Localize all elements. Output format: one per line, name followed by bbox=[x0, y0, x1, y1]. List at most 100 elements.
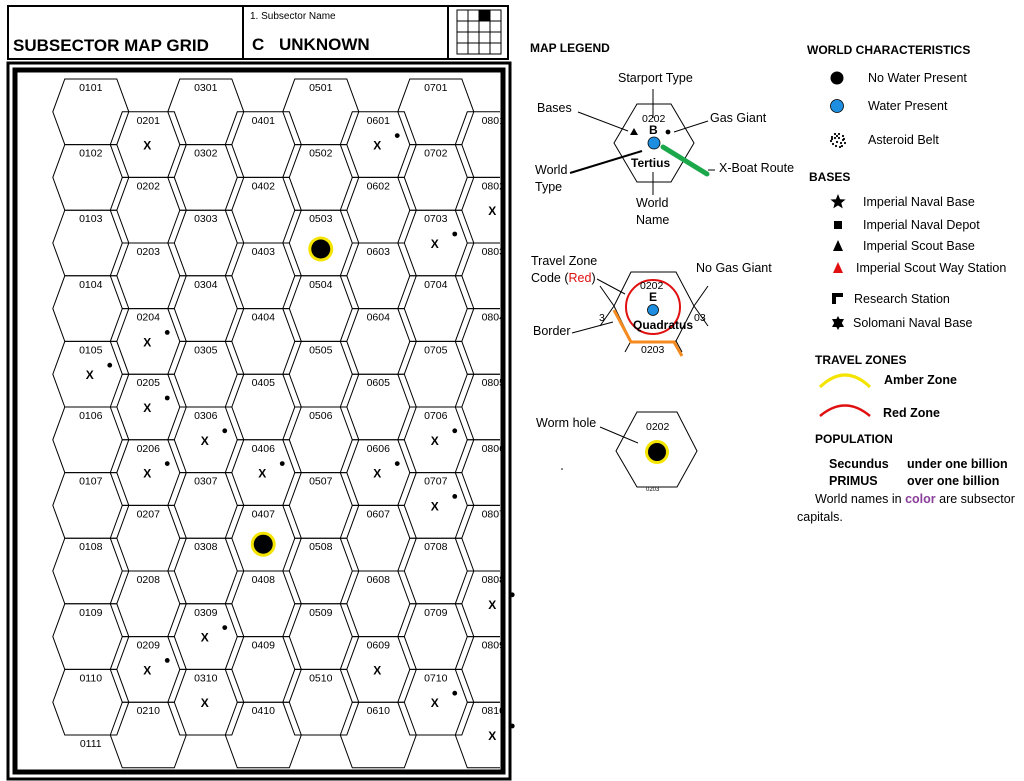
world-characteristics: WORLD CHARACTERISTICS No Water Present W… bbox=[807, 43, 970, 149]
world-0209[interactable]: X bbox=[143, 663, 151, 677]
wormhole-sample-hex bbox=[615, 411, 698, 488]
world-0802[interactable]: X bbox=[488, 204, 496, 218]
hex-0310[interactable] bbox=[167, 668, 245, 736]
world-0703[interactable]: X bbox=[431, 237, 439, 251]
hex-0805[interactable] bbox=[454, 373, 531, 441]
wormhole-0407-icon[interactable] bbox=[250, 531, 276, 557]
world-0606[interactable]: X bbox=[373, 467, 381, 481]
population-title: POPULATION bbox=[815, 432, 893, 446]
gas-giant-icon bbox=[509, 723, 515, 729]
world-0206[interactable]: X bbox=[143, 467, 151, 481]
hex-number-0509: 0509 bbox=[309, 607, 333, 619]
hex-number-0407: 0407 bbox=[252, 508, 276, 520]
hex-number-0502: 0502 bbox=[309, 148, 333, 160]
base-item-0: Imperial Naval Base bbox=[863, 195, 975, 209]
gas-giant-icon bbox=[164, 461, 170, 466]
subsector-name: UNKNOWN bbox=[279, 35, 370, 54]
hex-number-0707: 0707 bbox=[424, 476, 448, 488]
world-0808[interactable]: X bbox=[488, 598, 496, 612]
hex-0210[interactable] bbox=[109, 701, 187, 769]
base-item-5: Solomani Naval Base bbox=[853, 316, 973, 330]
hex-0610[interactable] bbox=[339, 701, 417, 769]
gas-giant-icon bbox=[665, 129, 671, 135]
scout-base-icon bbox=[630, 128, 638, 135]
population-desc-high: over one billion bbox=[907, 474, 999, 488]
hex-0806[interactable] bbox=[454, 439, 531, 506]
hex-number-0809: 0809 bbox=[482, 640, 506, 652]
hex-number-0207: 0207 bbox=[137, 508, 161, 520]
world-0706[interactable]: X bbox=[431, 434, 439, 448]
water-label: Water Present bbox=[868, 99, 948, 113]
scout-base-legend-icon bbox=[833, 240, 843, 251]
hex-number-0609: 0609 bbox=[367, 640, 391, 652]
gas-giant-icon bbox=[222, 625, 228, 630]
subsector-letter: C bbox=[252, 35, 264, 54]
world-0609[interactable]: X bbox=[373, 663, 381, 677]
water-icon bbox=[830, 99, 844, 113]
zone-sample-bottom-hex-number: 0203 bbox=[641, 344, 665, 356]
hex-number-0605: 0605 bbox=[367, 377, 391, 389]
xboat-route-line bbox=[660, 144, 710, 177]
legend-sample-hex bbox=[613, 103, 695, 183]
hex-number-0405: 0405 bbox=[252, 377, 276, 389]
hex-number-0807: 0807 bbox=[482, 508, 506, 520]
hex-0808[interactable] bbox=[454, 570, 531, 638]
world-0306[interactable]: X bbox=[201, 434, 209, 448]
hex-number-0208: 0208 bbox=[137, 574, 161, 586]
hex-0110[interactable] bbox=[52, 668, 130, 736]
hex-0710[interactable] bbox=[397, 668, 475, 736]
hex-number-0704: 0704 bbox=[424, 279, 448, 291]
hex-0510[interactable] bbox=[282, 668, 360, 736]
hex-0804[interactable] bbox=[454, 308, 531, 375]
red-zone-label: Red Zone bbox=[883, 406, 940, 420]
header-frame bbox=[7, 5, 509, 60]
hex-number-0306: 0306 bbox=[194, 410, 218, 422]
hex-0803[interactable] bbox=[454, 242, 531, 310]
map-legend: MAP LEGEND 0202 B Tertius Starport Type … bbox=[530, 41, 794, 227]
world-0406[interactable]: X bbox=[258, 467, 266, 481]
gas-giant-icon bbox=[279, 461, 285, 466]
base-item-2: Imperial Scout Base bbox=[863, 239, 975, 253]
world-0309[interactable]: X bbox=[201, 631, 209, 645]
legend-starport-type-label: Starport Type bbox=[618, 71, 693, 85]
hex-0810[interactable] bbox=[454, 701, 531, 769]
legend-title: MAP LEGEND bbox=[530, 41, 610, 55]
capital-note-line-2: capitals. bbox=[797, 510, 843, 524]
zone-sample-hex-number: 0202 bbox=[640, 280, 664, 292]
world-0310[interactable]: X bbox=[201, 696, 209, 710]
world-0204[interactable]: X bbox=[143, 335, 151, 349]
hex-number-0406: 0406 bbox=[252, 443, 276, 455]
travel-zone-label-2: Code (Red) bbox=[531, 271, 596, 285]
base-item-4: Research Station bbox=[854, 292, 950, 306]
hex-0410[interactable] bbox=[224, 701, 302, 769]
world-0810[interactable]: X bbox=[488, 729, 496, 743]
world-0105[interactable]: X bbox=[86, 368, 94, 382]
world-0707[interactable]: X bbox=[431, 499, 439, 513]
header: SUBSECTOR MAP GRID 1. Subsector Name C U… bbox=[7, 5, 509, 60]
population-desc-low: under one billion bbox=[907, 457, 1008, 471]
hex-number-0508: 0508 bbox=[309, 541, 333, 553]
hex-number-0709: 0709 bbox=[424, 607, 448, 619]
hex-0807[interactable] bbox=[454, 504, 531, 572]
hex-number-0601: 0601 bbox=[367, 115, 391, 127]
world-0205[interactable]: X bbox=[143, 401, 151, 415]
hex-number-0204: 0204 bbox=[137, 312, 161, 324]
travel-zones-title: TRAVEL ZONES bbox=[815, 353, 907, 367]
wormhole-0503-icon[interactable] bbox=[308, 236, 334, 262]
hex-number-0602: 0602 bbox=[367, 180, 391, 192]
hex-number-0708: 0708 bbox=[424, 541, 448, 553]
hex-number-0303: 0303 bbox=[194, 213, 218, 225]
world-0201[interactable]: X bbox=[143, 139, 151, 153]
world-0710[interactable]: X bbox=[431, 696, 439, 710]
world-0601[interactable]: X bbox=[373, 139, 381, 153]
hex-number-0703: 0703 bbox=[424, 213, 448, 225]
legend-wormhole-sample: 0202 0203 Worm hole bbox=[536, 411, 698, 493]
legend-xboat-label: X-Boat Route bbox=[719, 161, 794, 175]
hex-0802[interactable] bbox=[454, 176, 531, 244]
hex-0809[interactable] bbox=[454, 636, 531, 703]
hex-number-0101: 0101 bbox=[79, 82, 103, 94]
hex-number-0505: 0505 bbox=[309, 344, 333, 356]
subsector-locator-grid-icon bbox=[456, 9, 502, 55]
hex-0801[interactable] bbox=[454, 111, 531, 178]
